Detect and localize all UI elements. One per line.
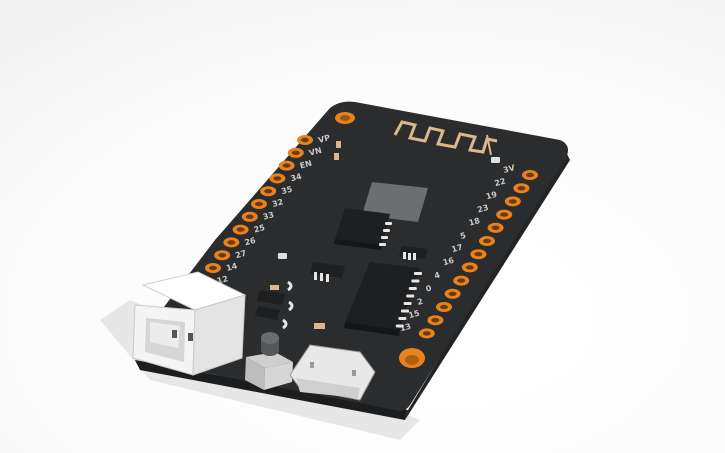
header-pad-hole	[255, 201, 263, 207]
header-pad-hole	[273, 176, 282, 181]
pin-label: 2	[416, 297, 424, 307]
transistor-right	[399, 246, 428, 260]
pin-label: 14	[225, 261, 239, 273]
ic-pin	[406, 294, 415, 298]
header-pad-hole	[517, 186, 526, 191]
ic-pin	[401, 309, 409, 313]
resistor	[336, 141, 341, 148]
battery-connector	[132, 271, 247, 376]
pcb-edge	[135, 360, 408, 420]
header-pad-hole	[457, 278, 466, 283]
header-pad-hole	[500, 212, 509, 217]
header-pad-hole	[448, 291, 457, 296]
chip-pad	[362, 182, 428, 222]
pin-label: 25	[253, 223, 267, 235]
header-pad-hole	[465, 265, 474, 270]
pin-label: 27	[234, 249, 247, 261]
header-pad-hole	[236, 227, 245, 232]
micro-usb-port[interactable]	[289, 344, 376, 401]
header-pad-hole	[508, 199, 517, 204]
pin-label: 19	[485, 190, 499, 202]
pin-label: 23	[476, 203, 489, 215]
pin-label: 5	[459, 231, 467, 241]
pin-label: 15	[408, 308, 422, 320]
header-pad-hole	[282, 163, 291, 168]
pin-label: 32	[271, 197, 284, 209]
ic-pin	[395, 324, 404, 328]
header-pad-hole	[301, 137, 309, 143]
antenna-feed	[486, 134, 492, 156]
header-pad-hole	[218, 253, 227, 258]
pin-label: EN	[299, 159, 313, 171]
ic-pin	[398, 317, 407, 320]
header-pad-hole	[483, 238, 491, 244]
resistor	[314, 323, 325, 329]
ic-pin	[408, 287, 417, 290]
pin-label: 13	[399, 322, 412, 334]
header-pad-hole	[474, 252, 483, 257]
pin-label: 12	[216, 274, 229, 286]
header-pad-hole	[291, 150, 300, 155]
header-pad-hole	[440, 304, 448, 310]
header-pad-hole	[245, 214, 254, 219]
capacitor	[491, 157, 500, 163]
header-pad-hole	[264, 189, 273, 194]
resistor	[334, 153, 339, 160]
antenna-trace	[393, 120, 498, 154]
transistor-left	[310, 262, 345, 282]
pin-label: 16	[442, 256, 456, 268]
pin-label: 26	[244, 236, 258, 248]
pin-label: 17	[451, 243, 464, 255]
ic-pin	[411, 279, 420, 283]
pin-label: 3V	[502, 163, 516, 175]
pcb-edge-right	[405, 150, 570, 420]
ic-pin	[414, 272, 422, 275]
header-pad-hole	[209, 265, 217, 271]
pin-label: VP	[317, 133, 331, 145]
pin-label: VN	[308, 146, 323, 158]
resistor	[270, 285, 279, 290]
header-pad-hole	[431, 318, 440, 323]
header-pad-hole	[491, 225, 500, 230]
capacitor	[278, 253, 287, 259]
mounting-hole-bottom-inner	[405, 355, 419, 365]
pin-label: 33	[262, 210, 275, 222]
pin-label: 35	[280, 184, 294, 196]
pin-label: 22	[494, 177, 507, 189]
pin-label: 4	[433, 270, 441, 280]
usb-uart-ic	[344, 262, 422, 336]
mounting-hole-top-inner	[340, 115, 350, 121]
pin-label: 34	[290, 172, 304, 184]
transistor-small	[255, 280, 294, 330]
push-button[interactable]	[245, 332, 293, 390]
header-pad-hole	[526, 172, 534, 178]
header-pad-hole	[422, 331, 431, 336]
ic-pin	[403, 302, 412, 305]
pin-label: 0	[425, 283, 433, 293]
pin-label: 18	[468, 216, 482, 228]
header-pad-hole	[227, 240, 236, 245]
regulator-ic	[334, 208, 392, 250]
